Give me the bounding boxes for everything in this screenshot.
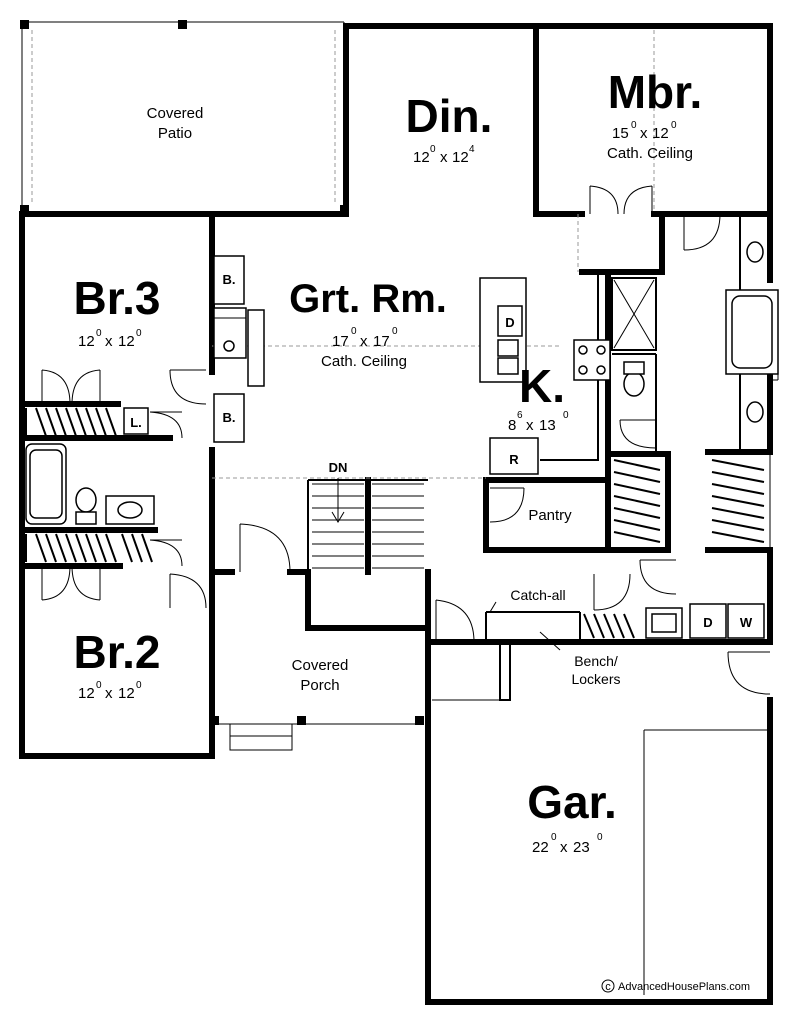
built-in-lower-label: B. (223, 410, 236, 425)
svg-text:12: 12 (413, 149, 430, 166)
bedroom-2-name: Br.2 (74, 626, 161, 678)
dining-room-dimensions: 12 0 x 12 4 (413, 144, 475, 166)
svg-text:x: x (560, 839, 568, 856)
porch-label-1: Covered (292, 657, 349, 674)
bench-leader (539, 631, 561, 651)
bedroom-2-dimensions: 12 0 x 12 0 (78, 680, 142, 702)
svg-text:0: 0 (597, 832, 603, 843)
svg-text:12: 12 (452, 149, 469, 166)
svg-text:0: 0 (563, 410, 569, 421)
svg-text:x: x (105, 333, 113, 350)
linen-closet-label: L. (130, 415, 142, 430)
svg-text:0: 0 (631, 120, 637, 131)
great-room-dimensions: 17 0 x 17 0 (332, 326, 398, 350)
door-swings (41, 185, 771, 695)
bench-label-2: Lockers (571, 671, 620, 687)
kitchen-name: K. (519, 360, 565, 412)
refrigerator (489, 437, 539, 475)
copyright-symbol: c (605, 981, 611, 993)
fixture-labels: B. B. L. D R DN Catch-all Bench/ Lockers… (130, 272, 753, 687)
refrigerator-label: R (509, 452, 519, 467)
copyright-icon (601, 979, 615, 993)
master-toilet (623, 371, 645, 397)
svg-text:4: 4 (469, 144, 475, 155)
toilet (75, 487, 97, 513)
svg-text:12: 12 (652, 125, 669, 142)
svg-text:12: 12 (78, 333, 95, 350)
closet-shelving (25, 407, 765, 639)
bedroom-3-dimensions: 12 0 x 12 0 (78, 328, 142, 350)
bench-label-1: Bench/ (574, 653, 618, 669)
exterior-walls (19, 20, 779, 1005)
svg-text:0: 0 (96, 328, 102, 339)
svg-text:17: 17 (332, 333, 349, 350)
stairs (312, 478, 424, 569)
catch-all-leader (489, 601, 497, 613)
great-room-ceiling: Cath. Ceiling (321, 353, 407, 370)
svg-text:15: 15 (612, 125, 629, 142)
svg-text:8: 8 (508, 417, 516, 434)
patio-label-2: Patio (158, 125, 192, 142)
garage-dimensions: 22 0 x 23 0 (532, 832, 603, 856)
patio-label-1: Covered (147, 105, 204, 122)
stairs-down-label: DN (329, 460, 348, 475)
room-labels: Covered Patio Din. 12 0 x 12 4 Mbr. 15 0… (74, 66, 703, 856)
great-room-name: Grt. Rm. (289, 277, 447, 321)
svg-text:23: 23 (573, 839, 590, 856)
svg-text:17: 17 (373, 333, 390, 350)
dryer-label: D (703, 615, 712, 630)
svg-text:x: x (526, 417, 534, 434)
dryer (689, 603, 727, 639)
svg-text:0: 0 (136, 680, 142, 691)
pantry-label: Pantry (528, 507, 572, 524)
patio-area (22, 22, 344, 212)
range-top (573, 339, 611, 381)
svg-text:12: 12 (78, 685, 95, 702)
svg-text:x: x (440, 149, 448, 166)
linen-closet (123, 407, 149, 435)
svg-text:12: 12 (118, 333, 135, 350)
svg-text:0: 0 (136, 328, 142, 339)
copyright-notice: c AdvancedHousePlans.com (601, 979, 750, 993)
bedroom-3-name: Br.3 (74, 272, 161, 324)
dining-room-name: Din. (406, 90, 493, 142)
kitchen-dimensions: 8 6 x 13 0 (508, 410, 569, 434)
master-bedroom-dimensions: 15 0 x 12 0 (612, 120, 677, 142)
svg-text:0: 0 (551, 832, 557, 843)
svg-text:0: 0 (430, 144, 436, 155)
washer (727, 603, 765, 639)
svg-text:0: 0 (351, 326, 357, 337)
built-in-lower (213, 393, 245, 443)
master-bedroom-ceiling: Cath. Ceiling (607, 145, 693, 162)
washer-label: W (740, 615, 753, 630)
garage-name: Gar. (527, 776, 617, 828)
copyright-text: AdvancedHousePlans.com (618, 981, 750, 993)
svg-text:0: 0 (671, 120, 677, 131)
master-bedroom-name: Mbr. (608, 66, 703, 118)
svg-text:x: x (105, 685, 113, 702)
built-in-upper (213, 255, 245, 305)
dishwasher-label: D (505, 315, 514, 330)
svg-text:x: x (640, 125, 648, 142)
svg-text:12: 12 (118, 685, 135, 702)
svg-text:x: x (360, 333, 368, 350)
porch-label-2: Porch (300, 677, 339, 694)
svg-text:0: 0 (392, 326, 398, 337)
svg-text:6: 6 (517, 410, 523, 421)
svg-text:13: 13 (539, 417, 556, 434)
built-in-upper-label: B. (223, 272, 236, 287)
svg-text:0: 0 (96, 680, 102, 691)
fixtures (25, 241, 779, 639)
svg-text:22: 22 (532, 839, 549, 856)
catch-all-label: Catch-all (510, 587, 565, 603)
